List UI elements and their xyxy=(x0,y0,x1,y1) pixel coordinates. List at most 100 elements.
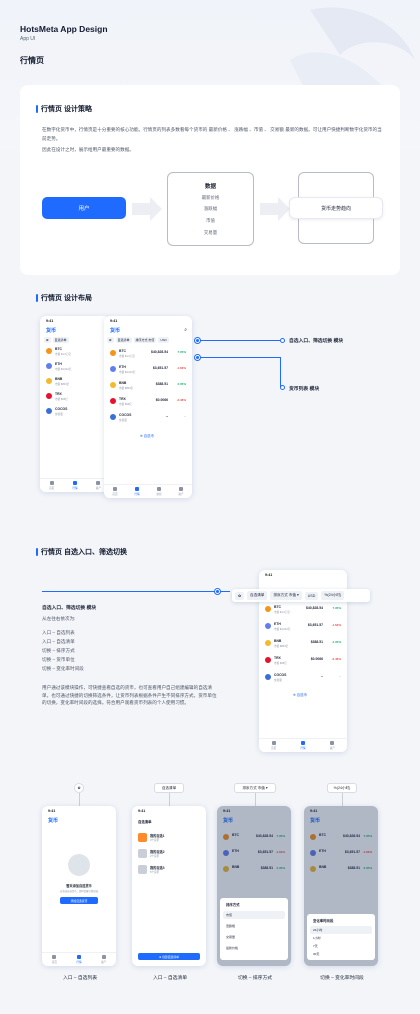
coin-sub: 市值 $63亿 xyxy=(274,662,287,665)
sheet-option[interactable]: 涨跌幅 xyxy=(226,924,236,928)
tab-assets[interactable]: 资产 xyxy=(178,487,184,496)
tab-home[interactable]: 首页 xyxy=(49,481,54,490)
chip[interactable]: ✿ xyxy=(44,337,51,343)
create-list-button[interactable]: ⊕ 创建自选清单 xyxy=(138,953,200,960)
sheet-option[interactable]: 交易量 xyxy=(226,935,236,939)
flow-user-box: 用户 xyxy=(42,197,126,219)
sheet-option[interactable]: 24小时 xyxy=(313,928,323,932)
status-time: 9:41 xyxy=(46,319,54,323)
sort-button[interactable]: 排序方式 市值 ▾ xyxy=(270,591,302,600)
trx-icon xyxy=(46,393,52,399)
coin-sub: 交易量 xyxy=(274,679,282,682)
tab-home[interactable]: 首页 xyxy=(52,955,57,964)
status-time: 9:41 xyxy=(48,809,56,813)
tab-trade[interactable]: 交易 xyxy=(156,487,162,496)
tab-bar: 首页 行情 资产 xyxy=(40,478,110,492)
filter-from-left: 从左往右依次为: xyxy=(42,616,76,621)
tab-market[interactable]: 行情 xyxy=(76,955,82,964)
tab-home[interactable]: 首页 xyxy=(271,741,276,750)
coin-change: -- xyxy=(339,674,341,678)
tab-assets[interactable]: 资产 xyxy=(101,955,106,964)
add-favorite-link[interactable]: ⊕ 自选币 xyxy=(140,434,154,438)
favorites-star-icon[interactable]: ✿ xyxy=(235,591,245,600)
tab-home[interactable]: 首页 xyxy=(112,487,118,496)
coin-name: COCOS xyxy=(274,673,287,677)
bnb-icon xyxy=(110,382,116,388)
tab-assets[interactable]: 资产 xyxy=(330,741,335,750)
tab-assets[interactable]: 资产 xyxy=(96,481,101,490)
add-favorite-link[interactable]: ⊕ 自选币 xyxy=(293,693,307,697)
phone-title: 货币 xyxy=(110,328,121,334)
sheet-option[interactable]: 市值 xyxy=(226,913,233,917)
coin-sub: 市值 $4,012亿 xyxy=(55,368,72,371)
sheet-option[interactable]: 30天 xyxy=(313,952,320,956)
filter-item: 切换 – 货币单位 xyxy=(42,657,75,662)
page-title: 行情页 xyxy=(20,56,44,65)
coin-price: $388.51 xyxy=(310,640,323,644)
coin-change: -1.63% xyxy=(331,623,341,627)
coin-price: $40,828.54 xyxy=(343,834,360,838)
tab-market[interactable]: 行情 xyxy=(72,481,78,490)
unit-button[interactable]: USD xyxy=(304,591,319,600)
coin-change: 7.35% xyxy=(332,606,341,610)
chip-list[interactable]: 自选清单 xyxy=(115,337,132,343)
phone-empty-favorites: 9:41 货币 暂未添加自选货币 去添加自选货币，即时掌握行情动态 添加自选货币… xyxy=(42,806,116,966)
coin-price: $40,828.54 xyxy=(256,834,273,838)
coin-sub: 市值 $63亿 xyxy=(119,403,132,406)
coin-sub: 市值 $1.2万亿 xyxy=(274,611,291,614)
sheet-option[interactable]: 最新价格 xyxy=(226,946,239,950)
search-icon[interactable]: ⌕ xyxy=(184,327,187,333)
coin-sub: 市值 $1.2万亿 xyxy=(119,355,136,358)
cocos-icon xyxy=(265,674,271,680)
sheet-option[interactable]: 1小时 xyxy=(313,936,321,940)
sheet-option[interactable]: 7天 xyxy=(313,944,318,948)
coin-row-cocos[interactable]: COCOS 交易量 -- -- xyxy=(263,672,343,686)
coin-name: ETH xyxy=(274,622,281,626)
coin-price: -- xyxy=(320,674,323,678)
coin-sub: 市值 $804亿 xyxy=(119,387,134,390)
coin-row[interactable]: ETH$3,651.57-1.63% xyxy=(308,848,374,862)
brand-subtitle: App UI xyxy=(20,36,36,42)
coin-name: ETH xyxy=(232,849,239,853)
eth-icon xyxy=(223,850,229,856)
callout-dot xyxy=(280,338,285,343)
add-favorite-button[interactable]: 添加自选货币 xyxy=(60,897,98,904)
rate-period-button[interactable]: %(24小时) xyxy=(321,591,345,600)
phone-title: 货币 xyxy=(310,818,321,824)
coin-sub: 交易量 xyxy=(55,413,63,416)
chip-sort[interactable]: 排序方式 市值 xyxy=(133,337,157,343)
favorite-list-button[interactable]: 自选清单 xyxy=(247,591,268,600)
tab-market[interactable]: 行情 xyxy=(134,487,140,496)
callout-line xyxy=(200,357,280,358)
chip-star[interactable]: ✿ xyxy=(107,337,114,343)
callout-dot xyxy=(280,385,285,390)
coin-sub: 交易量 xyxy=(119,419,127,422)
coin-row[interactable]: ETH$3,651.57-1.63% xyxy=(221,848,287,862)
tab-market[interactable]: 行情 xyxy=(300,741,306,750)
chip-unit[interactable]: USD xyxy=(158,337,169,343)
chip[interactable]: 自选清单 xyxy=(52,337,69,343)
